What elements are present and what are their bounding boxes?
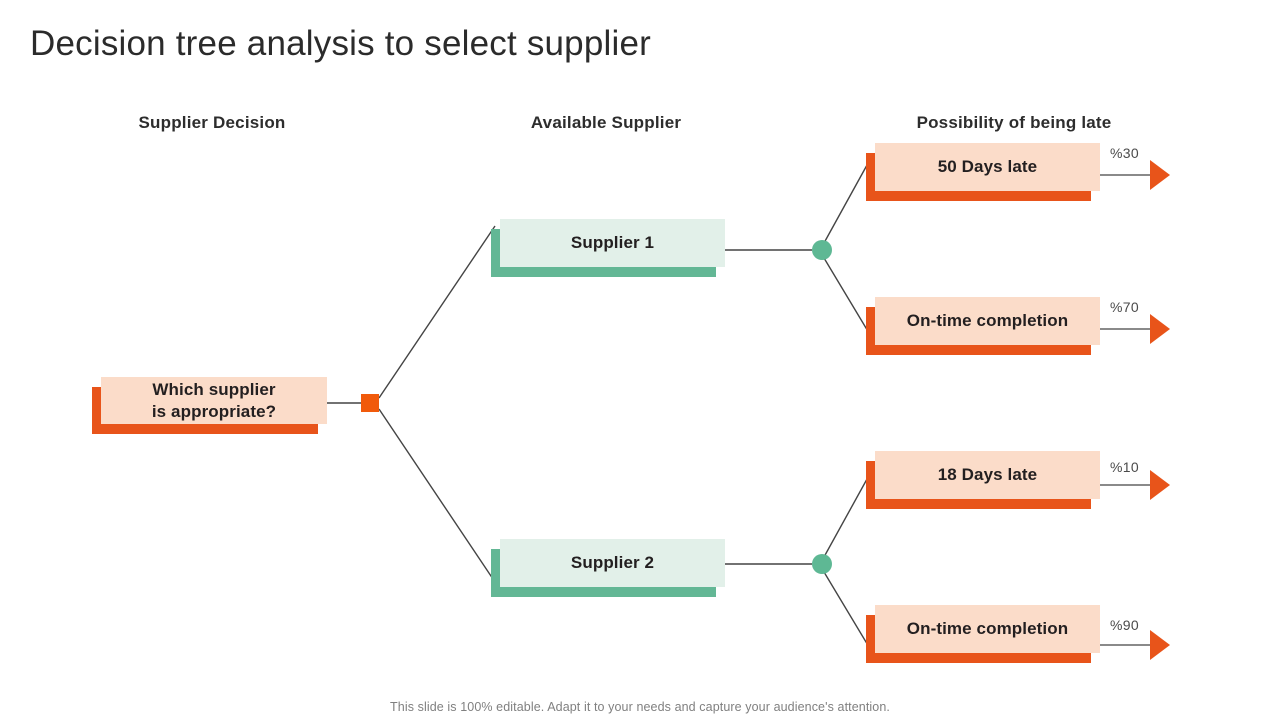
node-outcome-1[interactable]: 50 Days late xyxy=(866,143,1100,201)
node-label-line1: Which supplier xyxy=(152,380,276,400)
outcome1-arrowhead-icon xyxy=(1150,160,1170,190)
outcome4-arrowhead-icon xyxy=(1150,630,1170,660)
footer-note: This slide is 100% editable. Adapt it to… xyxy=(390,700,890,714)
connector-node2-to-outcome3 xyxy=(823,469,873,558)
connector-node2-to-outcome4 xyxy=(823,571,873,653)
page-title: Decision tree analysis to select supplie… xyxy=(30,24,651,63)
node-label: On-time completion xyxy=(906,311,1069,331)
connector-junction-to-supplier2 xyxy=(378,408,496,583)
probability-label-outcome-1: %30 xyxy=(1110,145,1139,161)
node-body: Which supplier is appropriate? xyxy=(101,377,327,424)
connector-junction-to-supplier1 xyxy=(378,225,496,399)
node-label: Which supplier is appropriate? xyxy=(152,379,276,421)
junction-decision-square-icon xyxy=(361,394,379,412)
node-outcome-3[interactable]: 18 Days late xyxy=(866,451,1100,509)
outcome2-arrowhead-icon xyxy=(1150,314,1170,344)
outcome3-arrowhead-icon xyxy=(1150,470,1170,500)
node-label: 50 Days late xyxy=(937,157,1038,177)
probability-label-outcome-4: %90 xyxy=(1110,617,1139,633)
node-outcome-4[interactable]: On-time completion xyxy=(866,605,1100,663)
node-body: On-time completion xyxy=(875,297,1100,345)
column-header-available-supplier: Available Supplier xyxy=(530,113,682,132)
node-label: Supplier 1 xyxy=(570,233,655,253)
connector-node1-to-outcome2 xyxy=(823,257,873,339)
probability-label-outcome-2: %70 xyxy=(1110,299,1139,315)
node-body: On-time completion xyxy=(875,605,1100,653)
column-header-supplier-decision: Supplier Decision xyxy=(138,113,286,132)
connector-node1-to-outcome1 xyxy=(823,155,873,244)
column-header-possibility-of-being-late: Possibility of being late xyxy=(916,113,1112,132)
node-supplier-2[interactable]: Supplier 2 xyxy=(491,539,725,597)
node-supplier-1[interactable]: Supplier 1 xyxy=(491,219,725,277)
probability-label-outcome-3: %10 xyxy=(1110,459,1139,475)
node-body: 18 Days late xyxy=(875,451,1100,499)
node-outcome-2[interactable]: On-time completion xyxy=(866,297,1100,355)
junction-chance-circle-supplier1-icon xyxy=(812,240,832,260)
node-body: Supplier 2 xyxy=(500,539,725,587)
node-root-decision[interactable]: Which supplier is appropriate? xyxy=(92,377,327,434)
node-label: 18 Days late xyxy=(937,465,1038,485)
node-body: Supplier 1 xyxy=(500,219,725,267)
junction-chance-circle-supplier2-icon xyxy=(812,554,832,574)
node-label-line2: is appropriate? xyxy=(151,401,277,421)
node-label: On-time completion xyxy=(906,619,1069,639)
node-label: Supplier 2 xyxy=(570,553,655,573)
node-body: 50 Days late xyxy=(875,143,1100,191)
